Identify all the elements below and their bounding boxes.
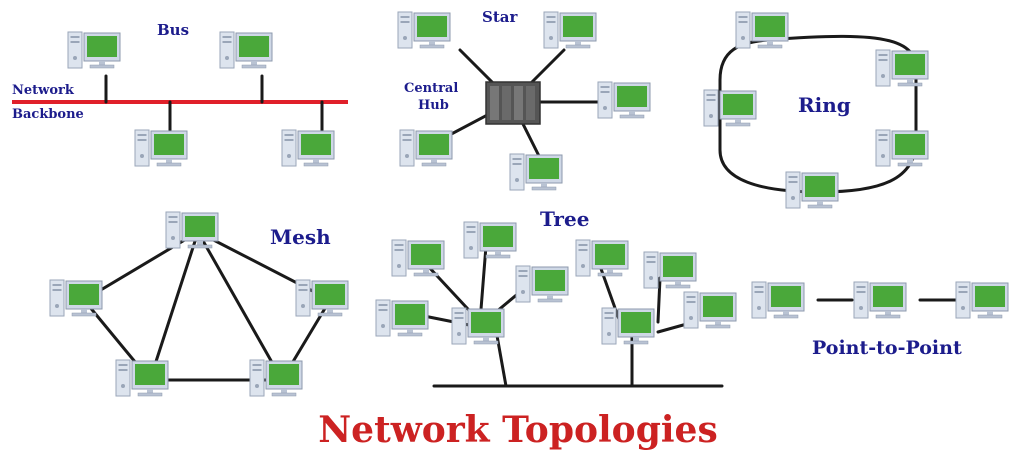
point-to-point-label: Point-to-Point xyxy=(812,337,962,359)
desktop-computer-icon xyxy=(375,299,429,337)
desktop-computer-icon xyxy=(391,239,445,277)
desktop-computer-icon xyxy=(735,11,789,49)
desktop-computer-icon xyxy=(281,129,335,167)
desktop-computer-icon xyxy=(165,211,219,249)
desktop-computer-icon xyxy=(643,251,697,289)
desktop-computer-icon xyxy=(875,129,929,167)
desktop-computer-icon xyxy=(601,307,655,345)
central-hub-label-line1: Central xyxy=(404,81,458,96)
desktop-computer-icon xyxy=(67,31,121,69)
desktop-computer-icon xyxy=(853,281,907,319)
star-label: Star xyxy=(482,8,518,26)
desktop-computer-icon xyxy=(543,11,597,49)
desktop-computer-icon xyxy=(134,129,188,167)
ring-label: Ring xyxy=(798,93,851,117)
network-hub-icon xyxy=(485,81,541,125)
desktop-computer-icon xyxy=(509,153,563,191)
desktop-computer-icon xyxy=(703,89,757,127)
mesh-link xyxy=(148,230,200,382)
desktop-computer-icon xyxy=(785,171,839,209)
bus-label: Bus xyxy=(157,21,189,39)
desktop-computer-icon xyxy=(115,359,169,397)
desktop-computer-icon xyxy=(875,49,929,87)
desktop-computer-icon xyxy=(397,11,451,49)
tree-label: Tree xyxy=(540,207,589,231)
desktop-computer-icon xyxy=(751,281,805,319)
page-title: Network Topologies xyxy=(318,409,717,451)
tree-link xyxy=(494,328,508,388)
desktop-computer-icon xyxy=(219,31,273,69)
desktop-computer-icon xyxy=(597,81,651,119)
tree-link xyxy=(656,276,662,324)
backbone-label-line1: Network xyxy=(12,83,75,98)
desktop-computer-icon xyxy=(955,281,1009,319)
desktop-computer-icon xyxy=(463,221,517,259)
backbone-label-line2: Backbone xyxy=(12,107,84,122)
ring-loop xyxy=(718,34,918,194)
mesh-label: Mesh xyxy=(270,225,331,249)
central-hub-label-line2: Hub xyxy=(418,98,449,113)
desktop-computer-icon xyxy=(399,129,453,167)
desktop-computer-icon xyxy=(249,359,303,397)
desktop-computer-icon xyxy=(683,291,737,329)
mesh-link xyxy=(196,230,284,382)
desktop-computer-icon xyxy=(515,265,569,303)
